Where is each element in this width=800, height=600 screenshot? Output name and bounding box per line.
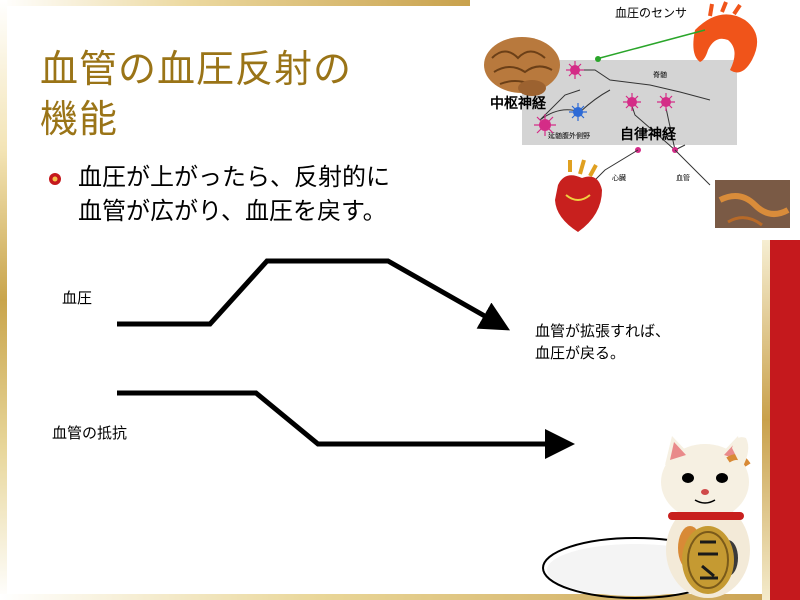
- cat-raised-paw: [732, 437, 749, 468]
- sensor-label: 血圧のセンサ: [615, 6, 687, 20]
- dilation-note: 血管が拡張すれば、 血圧が戻る。: [535, 320, 670, 364]
- flower-bullet-icon: [49, 173, 61, 185]
- slide-title-line2: 機能: [40, 97, 119, 141]
- cns-label: 中枢神経: [490, 95, 547, 112]
- bullet-text: 血圧が上がったら、反射的に 血管が広がり、血圧を戻す。: [78, 160, 390, 228]
- maneki-neko-image: [542, 436, 751, 599]
- aorta-icon: [693, 1, 758, 73]
- vessel-label: 血管: [676, 173, 690, 182]
- blood-pressure-label: 血圧: [62, 289, 93, 307]
- neuron-icons: [534, 61, 678, 153]
- vessel-tissue-image: [715, 180, 790, 228]
- heart-icon: [555, 159, 602, 232]
- blood-pressure-line: [117, 258, 511, 331]
- baroreflex-illustration: 血圧のセンサ 中枢神経 脊髄 延髄腹外側野 自律神経 心臓 血管: [470, 0, 800, 240]
- frame-bottom: [0, 594, 800, 600]
- brain-icon: [484, 37, 560, 96]
- slide-title: 血管の血圧反射の 機能: [40, 44, 460, 144]
- vascular-resistance-line: [117, 390, 575, 459]
- bullet-text-line1: 血圧が上がったら、反射的に: [78, 163, 390, 191]
- frame-right-red: [770, 240, 800, 600]
- bullet-text-line2: 血管が広がり、血圧を戻す。: [78, 197, 387, 225]
- slide-title-line1: 血管の血圧反射の: [40, 47, 353, 91]
- frame-left: [0, 0, 7, 600]
- heart-label: 心臓: [612, 173, 626, 182]
- frame-top: [0, 0, 470, 6]
- bullet-point: 血圧が上がったら、反射的に 血管が広がり、血圧を戻す。: [48, 160, 468, 228]
- vascular-resistance-label: 血管の抵抗: [52, 424, 128, 442]
- dilation-note-line1: 血管が拡張すれば、: [535, 322, 671, 340]
- medulla-label: 延髄腹外側野: [548, 131, 590, 140]
- gold-coin: [682, 526, 734, 594]
- ans-label: 自律神経: [620, 126, 677, 143]
- cat-collar: [668, 512, 744, 520]
- dilation-note-line2: 血圧が戻る。: [535, 344, 626, 362]
- sensor-arrow: [599, 29, 706, 59]
- frame-right-gold: [762, 240, 770, 600]
- spinal-label: 脊髄: [653, 70, 667, 79]
